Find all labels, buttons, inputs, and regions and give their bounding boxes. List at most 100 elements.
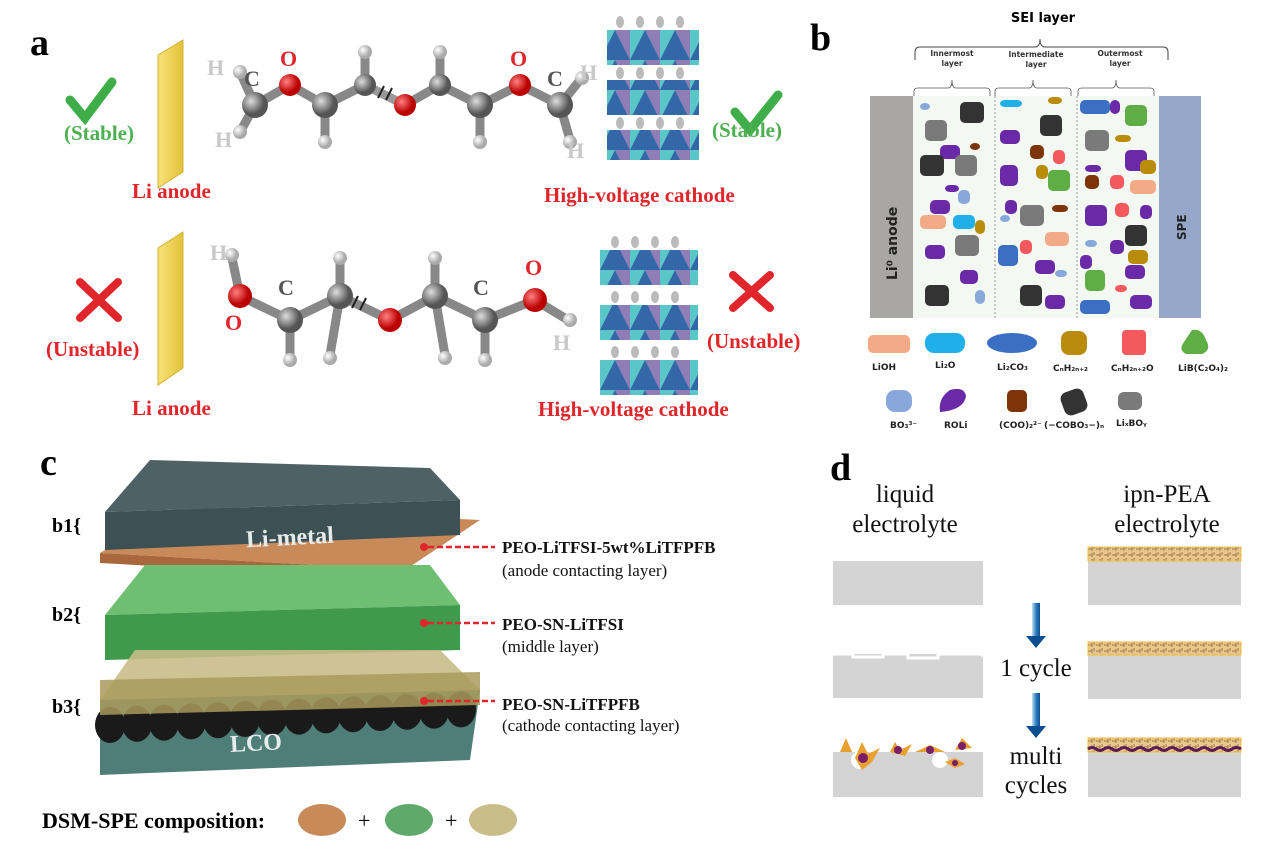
sei-particle xyxy=(1085,270,1105,291)
cross-icon xyxy=(729,271,774,312)
sei-particle xyxy=(1115,203,1129,217)
sei-particle xyxy=(920,215,946,229)
sei-particle xyxy=(1085,130,1109,151)
sublayer-mid-2: layer xyxy=(1025,60,1046,69)
sei-particle xyxy=(1040,115,1062,136)
stable-sei-interface xyxy=(1087,746,1242,752)
sei-particle xyxy=(925,285,949,306)
sei-particle xyxy=(1036,165,1048,179)
liquid-heading-2: electrolyte xyxy=(852,511,958,538)
cathode-label: High-voltage cathode xyxy=(538,397,729,421)
cathode-label: High-voltage cathode xyxy=(544,183,735,207)
panel-label-b: b xyxy=(810,17,831,59)
legend-item-lixboy: LiₓBOᵧ xyxy=(1116,392,1147,429)
atom-h: H xyxy=(580,60,597,85)
sublayer-inner-2: layer xyxy=(941,59,962,68)
composition-swatch-b1 xyxy=(298,804,346,836)
svg-text:BO₃³⁻: BO₃³⁻ xyxy=(890,421,917,431)
sei-particle xyxy=(1125,265,1145,279)
svg-text:CₙH₂ₙ₊₂: CₙH₂ₙ₊₂ xyxy=(1053,364,1088,374)
atom-h: H xyxy=(567,138,584,163)
sei-particle xyxy=(1125,225,1147,246)
svg-text:PEO-LiTFSI-5wt%LiTFPFB: PEO-LiTFSI-5wt%LiTFPFB xyxy=(502,538,715,557)
sei-particle xyxy=(1045,232,1069,246)
legend-item-roli: ROLi xyxy=(939,388,967,431)
sei-particle xyxy=(920,103,930,110)
sei-particle xyxy=(1080,255,1092,269)
li-metal-front xyxy=(105,500,460,550)
sei-particle xyxy=(955,235,979,256)
sei-particle xyxy=(1110,100,1120,114)
callout-b1: PEO-LiTFSI-5wt%LiTFPFB (anode contacting… xyxy=(420,538,715,580)
svg-text:LiB(C₂O₄)₂: LiB(C₂O₄)₂ xyxy=(1178,364,1228,374)
unstable-label-right: (Unstable) xyxy=(707,329,800,353)
li-anode-block xyxy=(870,96,913,318)
li-metal-label: Li-metal xyxy=(245,523,335,554)
sei-particle xyxy=(1000,165,1018,186)
sei-particle xyxy=(1115,135,1131,142)
sei-particle xyxy=(1020,240,1032,254)
atom-h: H xyxy=(553,330,570,355)
sei-particle xyxy=(1020,205,1044,226)
svg-text:Li₂CO₃: Li₂CO₃ xyxy=(997,363,1028,373)
sei-particle xyxy=(925,120,947,141)
legend-item-lioh: LiOH xyxy=(868,335,910,373)
cathode-crystal-unstable xyxy=(600,236,698,395)
plus-sign: + xyxy=(445,808,457,833)
panel-label-d: d xyxy=(830,447,851,489)
lco-particle xyxy=(95,707,125,743)
sei-particles xyxy=(920,97,1156,314)
sei-particle xyxy=(1140,160,1156,174)
svg-text:(−COBO₃−)ₙ: (−COBO₃−)ₙ xyxy=(1044,421,1104,431)
composition-swatch-b2 xyxy=(385,804,433,836)
sei-particle xyxy=(1048,97,1062,104)
atom-c: C xyxy=(547,66,563,91)
svg-text:LiₓBOᵧ: LiₓBOᵧ xyxy=(1116,419,1147,429)
lco-particle xyxy=(149,704,179,741)
sei-particle xyxy=(970,143,980,150)
sei-particle xyxy=(960,102,984,123)
atom-h: H xyxy=(215,127,232,152)
svg-text:(COO)₂²⁻: (COO)₂²⁻ xyxy=(999,421,1042,431)
atom-h: H xyxy=(210,240,227,265)
panel-label-a: a xyxy=(30,22,49,64)
pea-layer xyxy=(1087,546,1242,562)
svg-text:Li₂O: Li₂O xyxy=(935,361,956,371)
callout-b2: PEO-SN-LiTFSI (middle layer) xyxy=(420,615,624,656)
li-pea-1cycle xyxy=(1088,655,1241,699)
sei-particle xyxy=(1052,205,1068,212)
sei-title: SEI layer xyxy=(1011,11,1076,26)
plus-sign: + xyxy=(358,808,370,833)
bracket-b3: b3{ xyxy=(52,696,81,718)
composition-label: DSM-SPE composition: xyxy=(42,808,265,833)
sei-particle xyxy=(1125,105,1147,126)
sei-particle xyxy=(975,220,985,234)
sei-particle xyxy=(925,245,945,259)
sei-particle xyxy=(945,185,959,192)
li-liquid-initial xyxy=(833,561,983,605)
li-anode-label: Li anode xyxy=(132,396,211,420)
lco-particle xyxy=(122,705,152,742)
spe-block xyxy=(1159,96,1201,318)
sei-particle xyxy=(1110,175,1124,189)
lco-label: LCO xyxy=(229,729,282,758)
spe-label: SPE xyxy=(1175,214,1189,240)
li-anode-plate xyxy=(157,39,184,189)
svg-text:(middle layer): (middle layer) xyxy=(502,637,599,656)
sei-particle xyxy=(975,290,985,304)
step-multi-1: multi xyxy=(1010,743,1063,770)
sei-particle xyxy=(1045,295,1065,309)
step-multi-2: cycles xyxy=(1005,772,1067,799)
sei-particle xyxy=(1000,130,1020,144)
atom-o: O xyxy=(280,46,297,71)
step-1-cycle: 1 cycle xyxy=(1000,655,1071,682)
sei-particle xyxy=(1005,200,1017,214)
check-icon xyxy=(730,90,783,138)
sei-particle xyxy=(1115,285,1127,292)
li-pea-initial xyxy=(1088,561,1241,605)
svg-text:PEO-SN-LiTFSI: PEO-SN-LiTFSI xyxy=(502,615,624,634)
anode-label: Li⁰ anode xyxy=(885,207,901,280)
sublayer-brackets xyxy=(913,79,1155,98)
svg-text:CₙH₂ₙ₊₂O: CₙH₂ₙ₊₂O xyxy=(1111,364,1154,374)
sei-particle xyxy=(1000,215,1010,222)
